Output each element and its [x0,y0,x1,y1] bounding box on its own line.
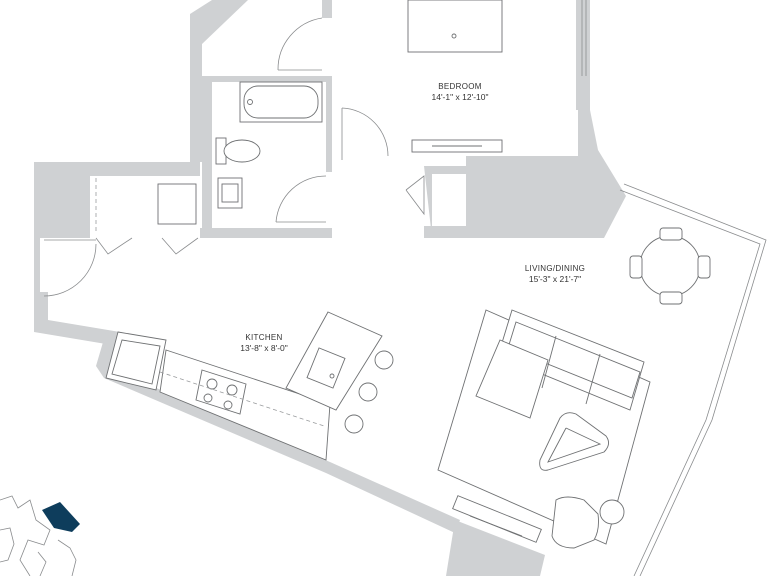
chaise [475,339,549,419]
wall-bottom-right [446,520,545,576]
stool [358,382,378,402]
accent-chair [551,496,599,549]
wall-right-block [466,110,626,238]
counter [159,349,331,461]
bedroom-furniture [407,0,503,153]
wall-hall [326,82,332,172]
bedroom-name: BEDROOM [438,82,482,91]
dining-chair [659,291,683,305]
key-plan-highlight [42,502,80,532]
kitchen-dims: 13'-8" x 8'-0" [240,343,288,353]
doors [43,17,425,297]
windows [44,0,767,576]
bedroom-dims: 14'-1" x 12'-10" [431,92,489,102]
kitchen-name: KITCHEN [245,333,283,342]
living-label: LIVING/DINING 15'-3" x 21'-7" [500,264,610,285]
wall-left-lower [34,292,120,346]
washer [157,183,197,225]
bed [407,0,503,53]
side-table [599,499,625,525]
wall-bedroom-right [576,0,590,110]
dining-chair [659,227,683,241]
walls [34,0,626,576]
dining-chair [629,255,643,279]
dining-chair [697,255,711,279]
wall-left-upper [34,162,200,238]
bedroom-label: BEDROOM 14'-1" x 12'-10" [410,82,510,103]
wall-exterior-diagonal [96,332,460,533]
living-name: LIVING/DINING [524,264,586,273]
cooktop [195,369,247,415]
kitchen-label: KITCHEN 13'-8" x 8'-0" [214,333,314,354]
dining-table [639,235,701,297]
stool [374,350,394,370]
island-sink [306,347,346,389]
refrigerator [105,331,167,391]
key-plan [0,495,80,576]
wall-kitchen-left [34,238,40,292]
living-furniture [437,227,711,549]
kitchen [105,311,394,461]
bathroom [215,81,323,209]
wall-top-stub [322,0,332,18]
laundry [95,178,197,232]
living-dims: 15'-3" x 21'-7" [528,274,582,284]
wall-bath-bottom [200,228,332,238]
coffee-table [539,412,609,471]
stool [344,414,364,434]
